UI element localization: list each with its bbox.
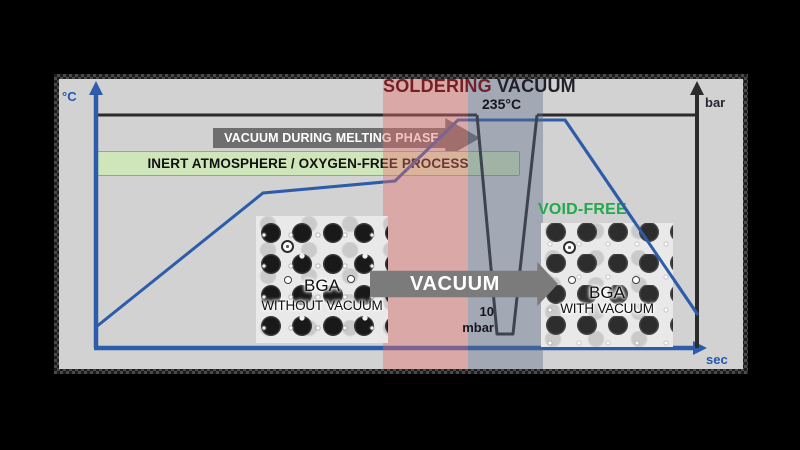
diagram-title-vacuum: VACUUM <box>491 76 576 96</box>
void-marker <box>563 241 576 254</box>
with-vacuum-caption: WITH VACUUM <box>560 301 654 316</box>
vacuum-arrow-label: VACUUM <box>410 273 500 295</box>
pressure-axis-label: bar <box>705 95 726 110</box>
vacuum-phase-band <box>468 79 543 369</box>
temperature-axis-label: °C <box>62 89 77 104</box>
vacuum-pressure-unit: mbar <box>462 320 494 335</box>
soldering-phase-band <box>383 79 468 369</box>
void-free-label: VOID-FREE <box>538 201 627 218</box>
without-vacuum-caption: WITHOUT VACUUM <box>261 298 383 313</box>
diagram-title: SOLDERING VACUUM <box>383 76 576 97</box>
xray-image-with-vacuum: BGA WITH VACUUM <box>541 223 673 347</box>
void-marker <box>347 275 355 283</box>
diagram-title-soldering: SOLDERING <box>383 76 492 96</box>
bga-label: BGA <box>589 283 625 302</box>
bga-label: BGA <box>304 276 340 295</box>
vacuum-pressure-value: 10 <box>479 304 494 319</box>
peak-temperature-label: 235°C <box>482 96 522 112</box>
void-marker <box>284 276 292 284</box>
void-marker <box>281 240 294 253</box>
vacuum-pressure-label: 10 mbar <box>438 304 494 336</box>
time-axis-label: sec <box>706 352 728 367</box>
xray-image-without-vacuum: BGA WITHOUT VACUUM <box>256 216 388 343</box>
